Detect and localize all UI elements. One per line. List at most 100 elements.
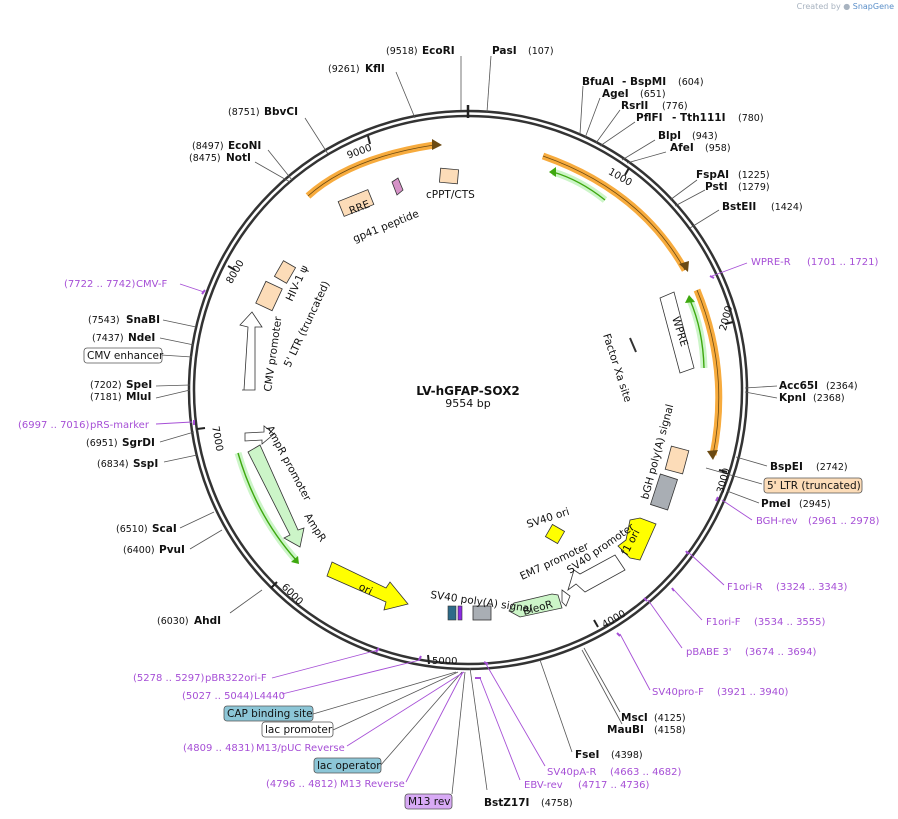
enzyme-name-agei: AgeI: [602, 88, 629, 100]
primer-name-pbr322: pBR322ori-F: [205, 673, 267, 684]
leader-m13rev: [451, 671, 466, 795]
leader-bbvci: [304, 117, 329, 155]
rre-box: [337, 189, 375, 217]
label-sv40ori: SV40 ori: [525, 506, 571, 531]
primer-name-cmvf: CMV-F: [136, 279, 167, 290]
pmark-bgh: [715, 496, 719, 502]
enzyme-pos-pvui: (6400): [123, 545, 155, 556]
enzyme-pos-spei: (7202): [90, 380, 122, 391]
arc-green-left-core: [237, 452, 297, 561]
leader-scai: [179, 511, 215, 529]
fxa-mark: [629, 337, 637, 353]
pmark-sv40prof: [616, 632, 621, 637]
primer-name-sv40prof: SV40pro-F: [652, 687, 704, 698]
gp41-shape: [391, 177, 404, 196]
enzyme-pos-ndei: (7437): [92, 333, 124, 344]
ampr-promoter-arrow: [244, 425, 275, 445]
pleader-prs: [155, 421, 193, 425]
box-lac-operator: [313, 757, 382, 774]
enzyme-name-scai: ScaI: [152, 523, 177, 535]
leader-noti: [254, 161, 291, 183]
leader-lines: [155, 55, 778, 795]
ltr5-box: [255, 280, 283, 312]
enzyme-pos-pmei: (2945): [799, 499, 831, 510]
leader-spei: [155, 384, 191, 387]
box-label-lac-promoter: lac promoter: [265, 724, 333, 736]
enzyme-name-msci: MscI: [621, 712, 648, 724]
leader-rsrii: [595, 109, 621, 144]
pmark-wpre: [709, 275, 715, 279]
pleader-l4440: [281, 659, 421, 695]
primer-range-l4440: (5027 .. 5044): [182, 691, 254, 702]
enzyme-name-econi: EcoNI: [228, 140, 261, 152]
leader-econi: [267, 149, 293, 181]
enzyme-name-rsrii: RsrII: [621, 100, 648, 112]
enzyme-pos-snabi: (7543): [88, 315, 120, 326]
enzyme-name-fspai: FspAI: [696, 169, 729, 181]
enzyme-pos-fspai: (1225): [738, 170, 770, 181]
enzyme-name-sgrdi: SgrDI: [122, 437, 155, 449]
enzyme-pos-bspei: (2742): [816, 462, 848, 473]
box-m13-rev: [404, 793, 453, 810]
pleader-m13rev: [405, 671, 464, 783]
leader-bsteii: [689, 209, 720, 229]
pleader-ebv: [479, 677, 521, 781]
primer-range-prs: (6997 .. 7016): [18, 420, 90, 431]
pmark-f1r: [685, 550, 689, 555]
label-gp41: gp41 peptide: [351, 208, 420, 245]
pleader-cmvf: [179, 283, 205, 293]
enzyme-pos-bbvci: (8751): [228, 107, 260, 118]
pleader-f1f: [673, 589, 703, 621]
leader-kpni: [744, 391, 778, 399]
primer-name-pbabe: pBABE 3': [686, 647, 732, 658]
cppt-box: [438, 167, 460, 185]
enzyme-labels: (9518) EcoRI PasI (107) (9261) KflI BfuA…: [86, 45, 858, 809]
green-arcs: [234, 167, 708, 564]
enzyme-pos-ahdi: (6030): [157, 616, 189, 627]
primer-range-pbr322: (5278 .. 5297): [133, 673, 205, 684]
position-ticks: [196, 135, 734, 665]
pleader-wpre: [711, 262, 748, 277]
primer-name-l4440: L4440: [254, 691, 285, 702]
enzyme-pos-fsei: (4398): [611, 750, 643, 761]
pmark-cmvf: [201, 289, 206, 295]
enzyme-name-pflfi: PflFI: [636, 112, 663, 124]
enzyme-pos-tth111i: (780): [738, 113, 764, 124]
enzyme-pos-ecori: (9518): [386, 46, 418, 57]
pleader-pbr322: [271, 649, 379, 679]
enzyme-pos-sgrdi: (6951): [86, 438, 118, 449]
tick-8000: [227, 265, 236, 271]
arrow-orange-right-1: [679, 261, 689, 272]
arrow-green-left: [291, 556, 299, 564]
enzyme-pos-bspmi: (604): [678, 77, 704, 88]
box-ltr-truncated: [763, 477, 863, 494]
enzyme-name-ahdi: AhdI: [194, 615, 221, 627]
box-label-cmv-enhancer: CMV enhancer: [87, 350, 164, 362]
primer-name-f1r: F1ori-R: [727, 582, 763, 593]
tick-1000: [624, 167, 630, 176]
label-ori: ori: [357, 581, 375, 598]
enzyme-pos-bsteii: (1424): [771, 202, 803, 213]
enzyme-pos-kpni: (2368): [813, 393, 845, 404]
box-label-m13-rev: M13 rev: [408, 796, 451, 808]
enzyme-name-bspei: BspEI: [770, 461, 803, 473]
label-ampr: AmpR: [301, 511, 328, 544]
primer-name-prs: pRS-marker: [90, 420, 150, 431]
enzyme-name-snabi: SnaBI: [126, 314, 160, 326]
leader-afei: [626, 151, 667, 164]
leader-fsei: [539, 659, 573, 753]
pmark-pbr322: [375, 647, 380, 653]
enzyme-name-psti: PstI: [705, 181, 728, 193]
enzyme-name-mlui: MluI: [126, 391, 151, 403]
arrow-green-right: [685, 295, 695, 303]
bleor-arrow: [508, 593, 563, 618]
primer-leaders: [155, 262, 753, 783]
box-cap-binding: [223, 705, 314, 722]
tick-3000: [718, 469, 728, 473]
leader-pmei: [726, 490, 760, 504]
sv40-promoter-arrow: [567, 554, 626, 593]
wpre-box: [659, 291, 695, 374]
enzyme-pos-psti: (1279): [738, 182, 770, 193]
box-label-cap-binding: CAP binding site: [227, 708, 313, 720]
leader-pvui: [189, 529, 223, 550]
